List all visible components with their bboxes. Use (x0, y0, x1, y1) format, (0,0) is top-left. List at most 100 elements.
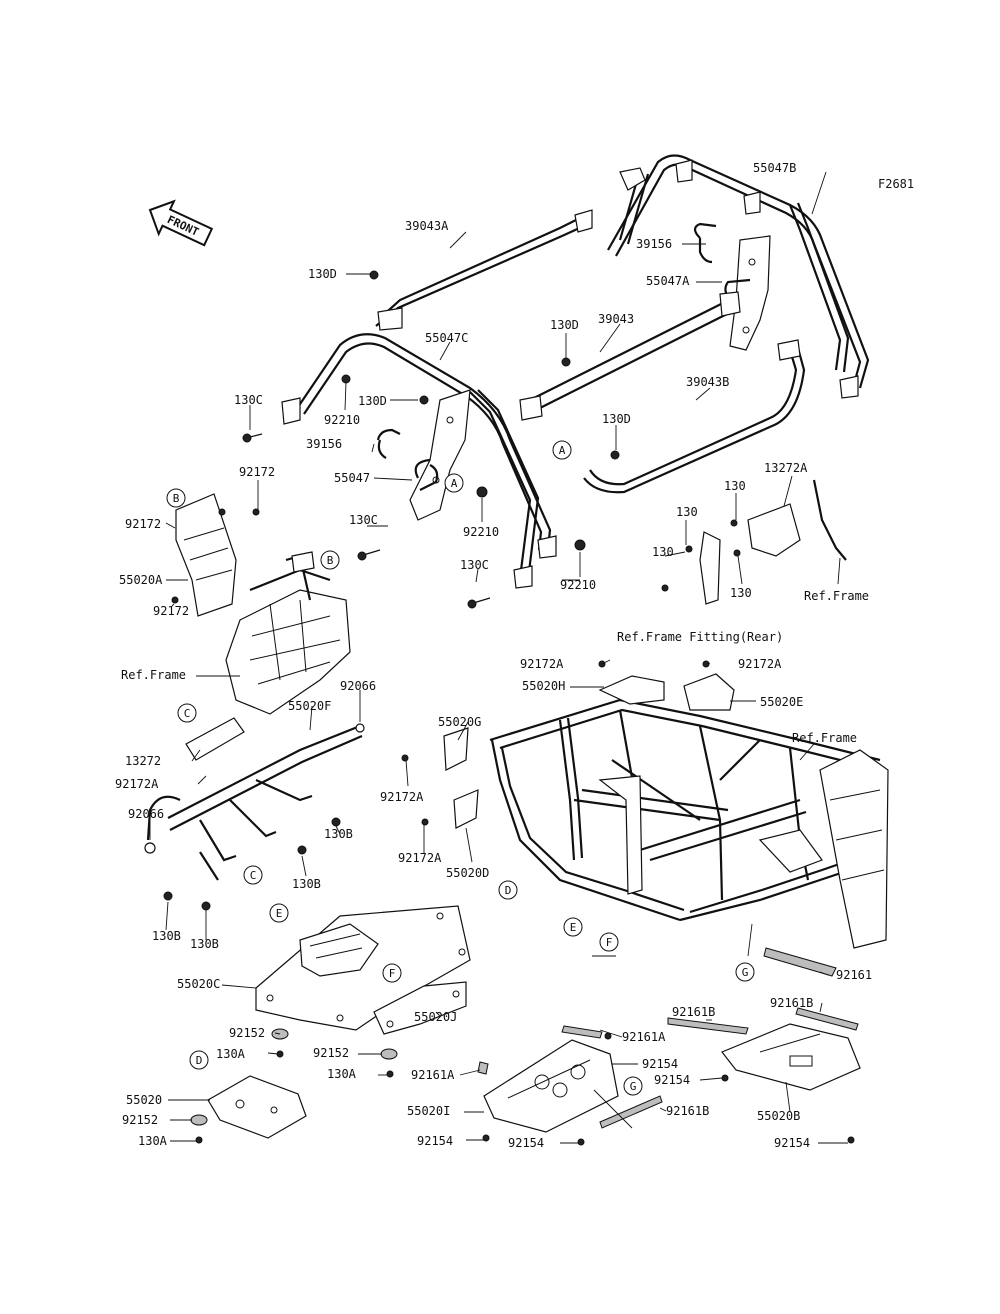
callout-cD2: D (189, 1050, 209, 1070)
part-label-p92210_c: 92210 (560, 578, 596, 592)
part-label-p92066_b: 92066 (128, 807, 164, 821)
callout-cA1: A (552, 440, 572, 460)
part-label-p130D_c: 130D (358, 394, 387, 408)
part-label-p39156_b: 39156 (306, 437, 342, 451)
fasteners-upper (242, 270, 620, 609)
front-arrow-icon: FRONT (148, 199, 214, 247)
callout-letter: D (196, 1054, 203, 1067)
callout-letter: G (742, 966, 749, 979)
front-frame-section (144, 493, 365, 911)
callout-circle-icon (444, 473, 464, 493)
part-label-p92161B_c: 92161B (666, 1104, 709, 1118)
part-label-p55020: 55020 (126, 1093, 162, 1107)
part-label-p55020B: 55020B (757, 1109, 800, 1123)
skid-plates (190, 905, 861, 1146)
part-label-p55020F: 55020F (288, 699, 331, 713)
part-label-p55020I: 55020I (407, 1104, 450, 1118)
callout-letter: E (276, 907, 283, 920)
callout-circle-icon (166, 488, 186, 508)
part-label-p55047C: 55047C (425, 331, 468, 345)
callout-letter: A (451, 477, 458, 490)
callout-circle-icon (552, 440, 572, 460)
part-label-p130D_a: 130D (308, 267, 337, 281)
callout-letter: F (389, 967, 396, 980)
callout-cG2: G (623, 1076, 643, 1096)
callout-cA2: A (444, 473, 464, 493)
part-label-p130B_c: 130B (152, 929, 181, 943)
part-label-p92172A_a: 92172A (520, 657, 564, 671)
part-label-pRefFitting: Ref.Frame Fitting(Rear) (617, 630, 783, 644)
part-label-p92152_a: 92152 (229, 1026, 265, 1040)
part-label-p130A_a: 130A (216, 1047, 246, 1061)
rear-fitting-bracket (661, 479, 847, 605)
part-label-p92172A_b: 92172A (738, 657, 782, 671)
part-label-p92161B_a: 92161B (672, 1005, 715, 1019)
callout-cF1: F (599, 932, 619, 952)
figure-code: F2681 (878, 177, 914, 191)
part-label-p39043: 39043 (598, 312, 634, 326)
part-label-p130C_b: 130C (349, 513, 378, 527)
part-label-p92210_a: 92210 (324, 413, 360, 427)
part-label-p92152_b: 92152 (313, 1046, 349, 1060)
roll-cage-front-upper (281, 209, 593, 589)
part-label-p55020D: 55020D (446, 866, 489, 880)
part-label-p130A_b: 130A (327, 1067, 357, 1081)
main-frame (401, 660, 889, 949)
part-label-p39043A: 39043A (405, 219, 449, 233)
part-label-p92152_c: 92152 (122, 1113, 158, 1127)
callout-letter: F (606, 936, 613, 949)
part-label-p130_b: 130 (676, 505, 698, 519)
part-label-p92154_e: 92154 (774, 1136, 810, 1150)
part-label-p92161: 92161 (836, 968, 872, 982)
part-label-p130D_d: 130D (602, 412, 631, 426)
callout-cF2: F (382, 963, 402, 983)
callout-cG1: G (735, 962, 755, 982)
part-label-p130D_b: 130D (550, 318, 579, 332)
part-label-pRefFrame_a: Ref.Frame (804, 589, 869, 603)
roll-cage-rear (607, 154, 870, 399)
callout-cB2: B (320, 550, 340, 570)
part-label-p55020J: 55020J (414, 1010, 457, 1024)
part-label-p92172_c: 92172 (153, 604, 189, 618)
callout-letter: E (570, 921, 577, 934)
part-label-p130B_a: 130B (324, 827, 353, 841)
callout-circle-icon (320, 550, 340, 570)
callout-circle-icon (563, 917, 583, 937)
part-label-p92154_d: 92154 (508, 1136, 544, 1150)
callout-letter: G (630, 1080, 637, 1093)
leader-lines (149, 171, 848, 1144)
callout-cD1: D (498, 880, 518, 900)
callout-letter: D (505, 884, 512, 897)
callout-circle-icon (735, 962, 755, 982)
part-label-p55047: 55047 (334, 471, 370, 485)
part-label-p130B_b: 130B (292, 877, 321, 891)
part-label-p55047A: 55047A (646, 274, 690, 288)
part-label-p92161B_b: 92161B (770, 996, 813, 1010)
part-label-p55020E: 55020E (760, 695, 803, 709)
part-label-p55020C: 55020C (177, 977, 220, 991)
part-label-p92172_b: 92172 (125, 517, 161, 531)
part-label-p130C_c: 130C (460, 558, 489, 572)
part-label-p39043B: 39043B (686, 375, 729, 389)
callout-circle-icon (243, 865, 263, 885)
callout-letter: B (173, 492, 180, 505)
part-label-p130_d: 130 (730, 586, 752, 600)
part-label-p92172_a: 92172 (239, 465, 275, 479)
part-label-p55047B: 55047B (753, 161, 796, 175)
callout-letter: C (250, 869, 257, 882)
callout-circle-icon (498, 880, 518, 900)
part-label-p92172A_d: 92172A (380, 790, 424, 804)
part-label-p130B_d: 130B (190, 937, 219, 951)
part-label-p55020H: 55020H (522, 679, 565, 693)
rear-cross-bars (519, 291, 806, 494)
part-label-p39156_a: 39156 (636, 237, 672, 251)
part-label-p92154_a: 92154 (642, 1057, 678, 1071)
part-label-p130_a: 130 (724, 479, 746, 493)
callout-cE2: E (269, 903, 289, 923)
callout-circle-icon (177, 703, 197, 723)
part-label-p92161A: 92161A (622, 1030, 666, 1044)
part-label-p130_c: 130 (652, 545, 674, 559)
